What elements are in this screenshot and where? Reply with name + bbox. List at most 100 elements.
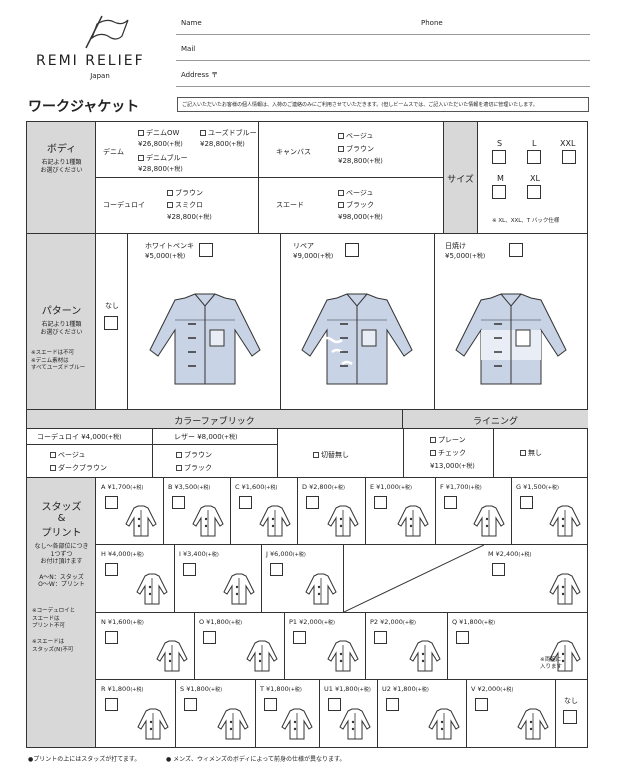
color-corduroy-beige[interactable]: ベージュ (50, 451, 85, 460)
suede-option-black[interactable]: ブラック (338, 201, 374, 210)
checkbox[interactable] (138, 155, 144, 161)
canvas-price: ¥28,800 (338, 157, 367, 165)
studs-option-checkbox[interactable] (386, 698, 399, 711)
jacket-sketch-icon (280, 707, 314, 741)
studs-option-checkbox[interactable] (184, 698, 197, 711)
size-m-checkbox[interactable] (492, 185, 506, 199)
jacket-sketch-icon (191, 504, 225, 538)
checkbox[interactable] (338, 133, 344, 139)
size-s-checkbox[interactable] (492, 150, 506, 164)
checkbox[interactable] (430, 437, 436, 443)
studs-option-checkbox[interactable] (105, 496, 118, 509)
studs-option-checkbox[interactable] (105, 631, 118, 644)
privacy-box: ご記入いただいたお客様の個人情報は、入荷のご連絡のみにご利用させていただきます。… (177, 97, 589, 112)
studs-option-label: C ¥1,600(+税) (235, 483, 278, 491)
body-sub1: 右記より1種類 (41, 159, 82, 166)
pattern-label-cell (27, 234, 96, 409)
brand-logo (72, 14, 132, 50)
pattern-white-paint-checkbox[interactable] (199, 243, 213, 257)
color-corduroy-darkbrown[interactable]: ダークブラウン (50, 464, 107, 473)
studs-option-checkbox[interactable] (374, 631, 387, 644)
checkbox[interactable] (167, 202, 173, 208)
canvas-option-beige[interactable]: ベージュ (338, 132, 373, 141)
denim-option-blue[interactable]: デニムブルー (138, 154, 188, 163)
checkbox[interactable] (430, 450, 436, 456)
studs-option-checkbox[interactable] (492, 563, 505, 576)
studs-option-checkbox[interactable] (306, 496, 319, 509)
corduroy-option-brown[interactable]: ブラウン (167, 189, 203, 198)
footer-note2: ● メンズ、ウィメンズのボディによって前身の仕様が異なります。 (166, 756, 346, 763)
size-l-checkbox[interactable] (527, 150, 541, 164)
mail-field[interactable] (176, 60, 590, 61)
jacket-sketch-icon (427, 707, 461, 741)
studs-option-label: T ¥1,800(+税) (260, 685, 302, 693)
pattern-repair-checkbox[interactable] (345, 243, 359, 257)
checkbox[interactable] (338, 190, 344, 196)
denim-ow-price: ¥26,800 (138, 140, 167, 148)
studs-option-checkbox[interactable] (270, 563, 283, 576)
checkbox[interactable] (313, 452, 319, 458)
studs-option-j: J ¥6,000(+税) (262, 545, 344, 612)
color-leather-black[interactable]: ブラック (176, 464, 212, 473)
checkbox[interactable] (338, 202, 344, 208)
studs-note2: 1つずつ (50, 550, 73, 558)
studs-note3: お付け頂けます (40, 558, 83, 565)
corduroy-option-sumikuro[interactable]: スミクロ (167, 201, 203, 210)
checkbox[interactable] (167, 190, 173, 196)
pattern-sunburn-checkbox[interactable] (509, 243, 523, 257)
checkbox[interactable] (50, 452, 56, 458)
studs-option-checkbox[interactable] (328, 698, 341, 711)
name-field[interactable] (176, 34, 590, 35)
studs-option-checkbox[interactable] (374, 496, 387, 509)
studs-option-checkbox[interactable] (475, 698, 488, 711)
address-field[interactable] (176, 86, 590, 87)
checkbox[interactable] (338, 146, 344, 152)
studs-option-checkbox[interactable] (520, 496, 533, 509)
color-none-option[interactable]: 切替無し (313, 451, 349, 460)
jacket-white-paint-illustration (140, 290, 270, 390)
studs-option-s: S ¥1,800(+税) (176, 680, 256, 747)
studs-option-checkbox[interactable] (172, 496, 185, 509)
jacket-sketch-icon (135, 572, 169, 606)
jacket-sketch-icon (136, 707, 170, 741)
lining-plain[interactable]: プレーン (430, 436, 466, 445)
studs-note4: A〜N：スタッズ (39, 573, 84, 581)
studs-none-checkbox[interactable] (563, 710, 577, 724)
checkbox[interactable] (200, 130, 206, 136)
studs-option-label: E ¥1,000(+税) (370, 483, 413, 491)
studs-option-checkbox[interactable] (239, 496, 252, 509)
studs-label1: スタッズ (41, 502, 82, 513)
studs-option-c: C ¥1,600(+税) (231, 478, 298, 544)
studs-option-checkbox[interactable] (444, 496, 457, 509)
size-xl-checkbox[interactable] (527, 185, 541, 199)
studs-option-checkbox[interactable] (293, 631, 306, 644)
canvas-option-brown[interactable]: ブラウン (338, 145, 374, 154)
size-xxl-checkbox[interactable] (562, 150, 576, 164)
denim-option-ow[interactable]: デニムOW (138, 129, 179, 138)
color-leather-brown[interactable]: ブラウン (176, 451, 212, 460)
lining-check[interactable]: チェック (430, 449, 466, 458)
lining-none[interactable]: 無し (520, 449, 542, 458)
studs-note10: スタッズ(N)不可 (32, 646, 74, 653)
studs-option-checkbox[interactable] (203, 631, 216, 644)
studs-option-label: P2 ¥2,000(+税) (370, 618, 416, 626)
jacket-sketch-icon (124, 504, 158, 538)
denim-label: デニム (103, 148, 124, 156)
studs-option-checkbox[interactable] (264, 698, 277, 711)
checkbox[interactable] (138, 130, 144, 136)
checkbox[interactable] (50, 465, 56, 471)
suede-option-beige[interactable]: ベージュ (338, 189, 373, 198)
studs-option-checkbox[interactable] (105, 698, 118, 711)
studs-option-checkbox[interactable] (183, 563, 196, 576)
studs-option-checkbox[interactable] (456, 631, 469, 644)
denim-blue-price: ¥28,800 (138, 165, 167, 173)
studs-option-label: P1 ¥2,000(+税) (289, 618, 335, 626)
studs-option-checkbox[interactable] (105, 563, 118, 576)
denim-option-used[interactable]: ユーズドブルー (200, 129, 257, 138)
checkbox[interactable] (520, 450, 526, 456)
checkbox[interactable] (176, 452, 182, 458)
checkbox[interactable] (176, 465, 182, 471)
studs-option-n: N ¥1,600(+税) (97, 613, 195, 679)
size-l-label: L (532, 139, 537, 148)
pattern-none-checkbox[interactable] (104, 316, 118, 330)
